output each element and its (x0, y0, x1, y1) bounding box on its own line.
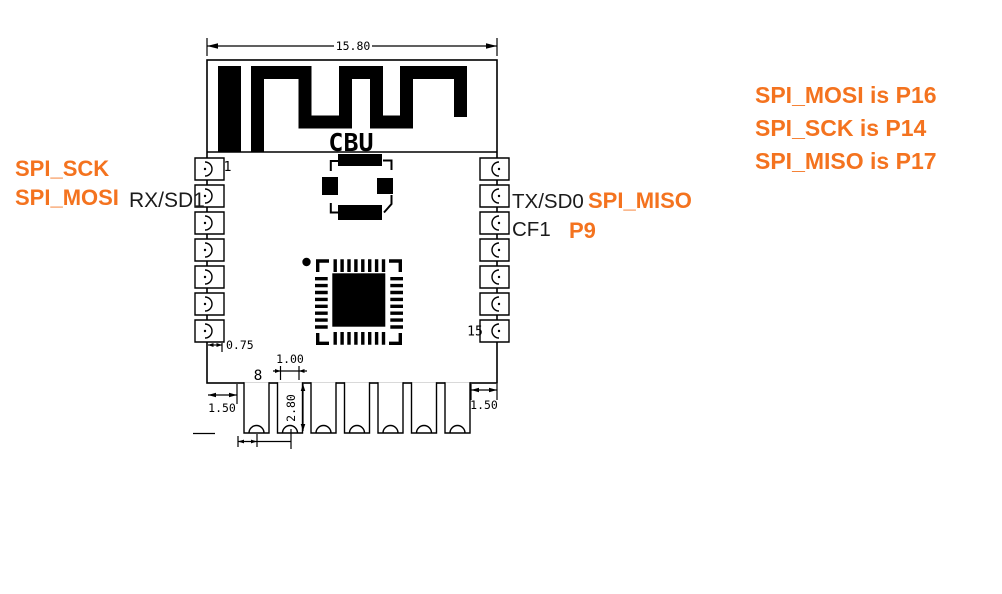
legend-line-miso: SPI_MISO is P17 (755, 148, 937, 174)
pin-8-number: 8 (254, 368, 263, 384)
qfn-ic-footprint (302, 257, 403, 345)
annotation-spi-mosi: SPI_MOSI (15, 185, 119, 210)
dim-right-150-value: 1.50 (470, 398, 498, 412)
dim-pad-height-280 (300, 384, 306, 431)
pin-15-number: 15 (467, 325, 483, 340)
dim-pad-height-280-value: 2.80 (284, 394, 298, 422)
legend-line-sck: SPI_SCK is P14 (755, 115, 927, 141)
dim-offset-075-value: 0.75 (226, 338, 254, 352)
dim-right-150 (470, 384, 498, 400)
right-pads (479, 157, 510, 343)
dim-pad-width-100 (273, 366, 307, 380)
annotation-spi-sck: SPI_SCK (15, 156, 110, 181)
annotation-spi-miso: SPI_MISO (588, 188, 692, 213)
spi-pin-legend: SPI_MOSI is P16 SPI_SCK is P14 SPI_MISO … (755, 79, 937, 178)
dim-width-top (206, 38, 498, 56)
bottom-pads (243, 382, 471, 434)
crystal-footprint (322, 154, 393, 220)
pin1-dot (302, 257, 311, 267)
annotation-cf1: CF1 (512, 218, 551, 241)
module-name-label: CBU (328, 128, 373, 157)
annotation-rx-sd1: RX/SD1 (129, 189, 205, 212)
dim-pad-width-100-value: 1.00 (276, 352, 304, 366)
dim-offset-075 (208, 343, 223, 352)
dim-left-150-value: 1.50 (208, 401, 236, 415)
dim-left-150 (208, 384, 238, 404)
antenna-trace (218, 66, 467, 152)
annotation-tx-sd0: TX/SD0 (512, 190, 584, 213)
dim-width-top-value: 15.80 (336, 39, 371, 53)
dim-bottom-pitch-marks (193, 429, 292, 449)
legend-line-mosi: SPI_MOSI is P16 (755, 82, 937, 108)
pin-1-number: 1 (224, 160, 232, 175)
annotation-p9: P9 (569, 218, 596, 243)
left-pads (194, 157, 225, 343)
